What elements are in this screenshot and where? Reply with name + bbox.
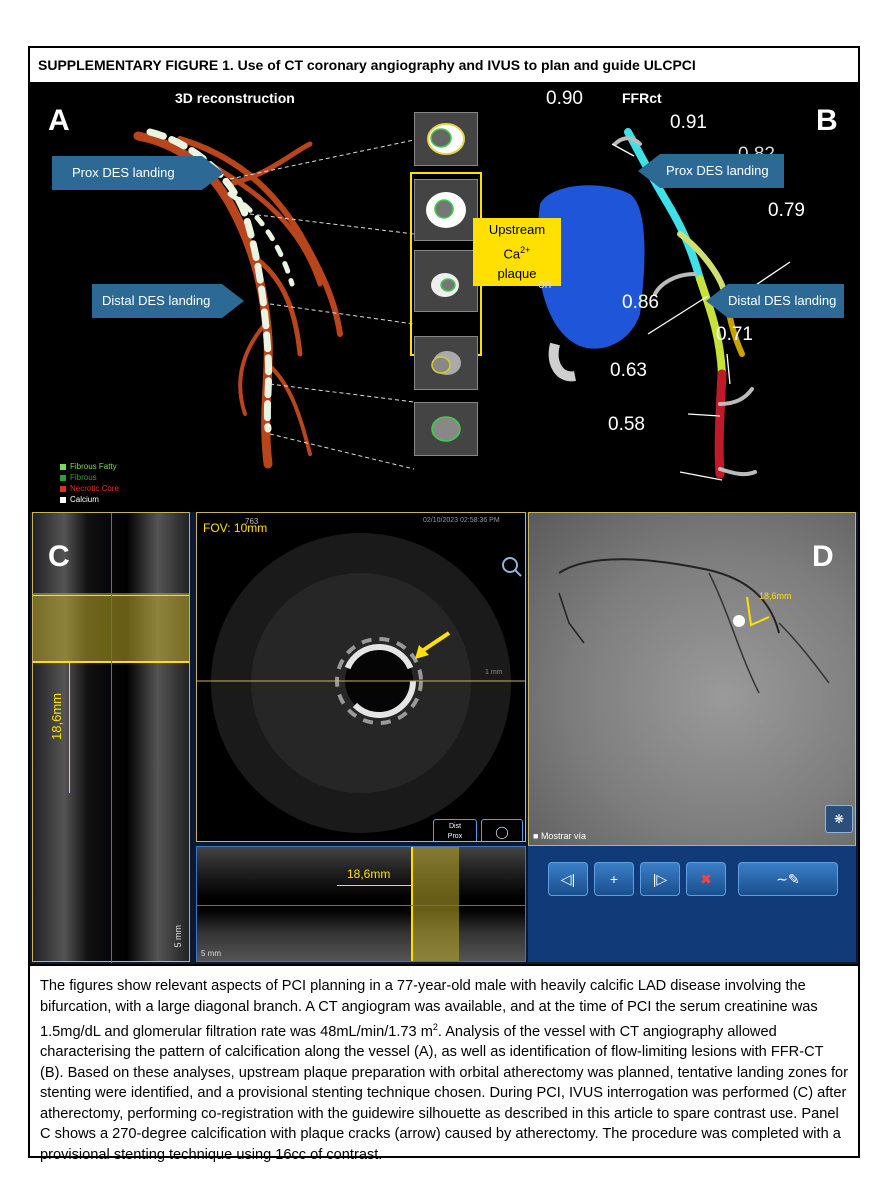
ffr-value-4: 0.79 (768, 200, 805, 221)
ct-cross-section-4 (414, 336, 478, 390)
panel-ct: A 3D reconstruction Prox DES landing Dis… (30, 84, 858, 512)
panel-ivus: 18,6mm 5 mm C FOV: 10mm 763 02/10/2023 0… (30, 512, 858, 964)
calcium-branch (227, 191, 295, 287)
ivus-image (197, 533, 525, 833)
ct-cross-section-5 (414, 402, 478, 456)
heart-model (537, 185, 645, 349)
panel-a-letter: A (48, 104, 70, 137)
ffr-value-8: 0.58 (608, 414, 645, 435)
panel-c-letter: C (48, 540, 70, 573)
mostrar-via-toggle[interactable]: ■ Mostrar vía (533, 831, 586, 841)
ct-graphics (133, 128, 791, 481)
distal-des-arrow-b: Distal DES landing (706, 284, 844, 318)
one-mm-label: 1 mm (485, 669, 503, 676)
panel-b-heading: FFRct (622, 90, 662, 106)
angio-measure-label: 18,6mm (759, 591, 792, 601)
side-branch-3 (238, 322, 267, 416)
ivus-horiz-highlight (411, 847, 459, 961)
figure-caption: The figures show relevant aspects of PCI… (30, 964, 858, 1163)
step-back-button[interactable]: ◁| (548, 862, 588, 896)
ivus-longitudinal-left: 18,6mm 5 mm (32, 512, 190, 963)
left-scale-label: 5 mm (173, 925, 183, 948)
angiogram-panel: 18,6mm ❋ ■ Mostrar vía (528, 512, 856, 846)
ivus-longitudinal-bottom: 18,6mm 5 mm (196, 846, 526, 962)
ffr-value-1: 0.90 (546, 88, 583, 109)
partial-label-text: on (538, 277, 552, 291)
ffr-value-2: 0.91 (670, 112, 707, 133)
ffr-value-5: 0.86 (622, 292, 659, 313)
long-measure-label: 18,6mm (49, 693, 64, 740)
ct-cross-section-2 (414, 179, 478, 241)
ffr-value-6: 0.71 (716, 324, 753, 345)
step-forward-button[interactable]: |▷ (640, 862, 680, 896)
side-branch-1 (227, 141, 313, 187)
panel-b-letter: B (816, 104, 838, 137)
side-branch-2 (247, 251, 303, 357)
bottom-scale-label: 5 mm (201, 949, 221, 958)
ring-tool-button[interactable]: ◯ (481, 819, 523, 841)
upstream-plaque-callout: Upstream Ca2+ plaque (473, 218, 561, 286)
add-mark-button[interactable]: + (594, 862, 634, 896)
guidewire-tool-button[interactable]: ∼✎ (738, 862, 838, 896)
ivus-date: 02/10/2023 02:58:36 PM (423, 517, 500, 524)
side-branch-4 (266, 362, 312, 456)
prox-des-arrow-b: Prox DES landing (638, 154, 784, 188)
ct-cross-section-1 (414, 112, 478, 166)
angiogram-image (558, 558, 830, 694)
figure-frame: SUPPLEMENTARY FIGURE 1. Use of CT corona… (28, 46, 860, 1163)
ivus-cross-section: FOV: 10mm 763 02/10/2023 02:58:36 PM 1 m… (196, 512, 526, 842)
frame-number: 763 (245, 517, 259, 526)
horiz-measure-label: 18,6mm (347, 867, 391, 881)
coregistration-toolbar: ◁| + |▷ ✖ ∼✎ (528, 846, 856, 962)
prox-des-arrow-a: Prox DES landing (52, 156, 224, 190)
diagonal-branch-2 (207, 161, 323, 287)
fov-label: FOV: 10mm (203, 521, 268, 535)
figure-title: SUPPLEMENTARY FIGURE 1. Use of CT corona… (30, 48, 858, 84)
panel-d-letter: D (812, 540, 834, 573)
distal-des-arrow-a: Distal DES landing (92, 284, 244, 318)
ct-cross-section-3 (414, 250, 478, 312)
diagonal-branch-1 (177, 136, 343, 337)
panel-a-heading: 3D reconstruction (175, 90, 295, 106)
delete-mark-button[interactable]: ✖ (686, 862, 726, 896)
ffr-value-7: 0.63 (610, 360, 647, 381)
tree-icon-button[interactable]: ❋ (825, 805, 853, 833)
